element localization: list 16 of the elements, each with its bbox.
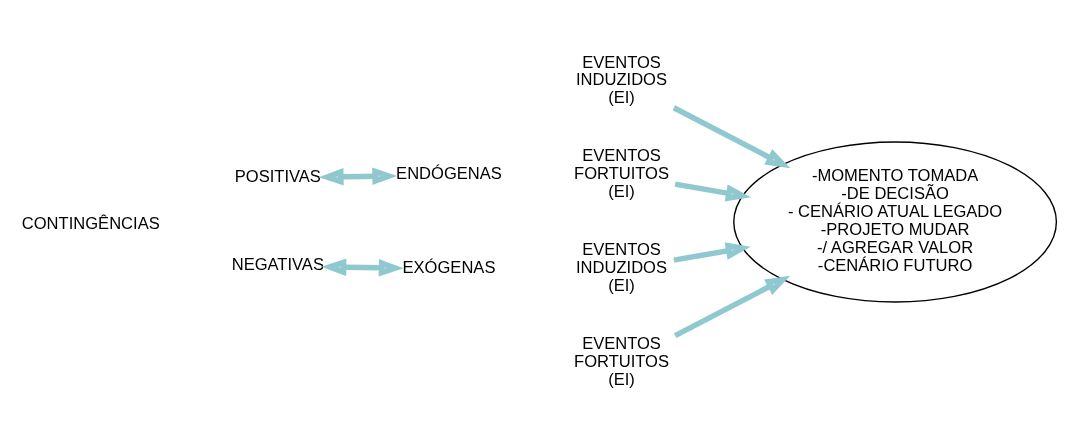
node-text: ENDÓGENAS [396,163,502,183]
node-text: EXÓGENAS [402,257,496,277]
node-text: EVENTOS INDUZIDOS (EI) [576,52,668,107]
arrow [318,167,398,185]
arrow [674,180,751,202]
node-text: EVENTOS FORTUITOS (EI) [574,145,670,201]
arrow [673,241,751,263]
node-text: CONTINGÊNCIAS [21,213,160,233]
node-text: POSITIVAS [234,166,321,186]
node-text: EVENTOS INDUZIDOS (EI) [576,239,668,295]
node-ellipse: -MOMENTO TOMADA -DE DECISÃO - CENÁRIO ATUAL LEGADO -PROJETO MUDAR -/ AGREGAR VALOR -CENÁRIO FUTURO [733,140,1058,303]
arrow [321,258,404,277]
arrow [672,104,791,168]
node-text: EVENTOS FORTUITOS (EI) [574,333,670,389]
arrow [673,275,791,338]
node-text: NEGATIVAS [231,254,324,274]
